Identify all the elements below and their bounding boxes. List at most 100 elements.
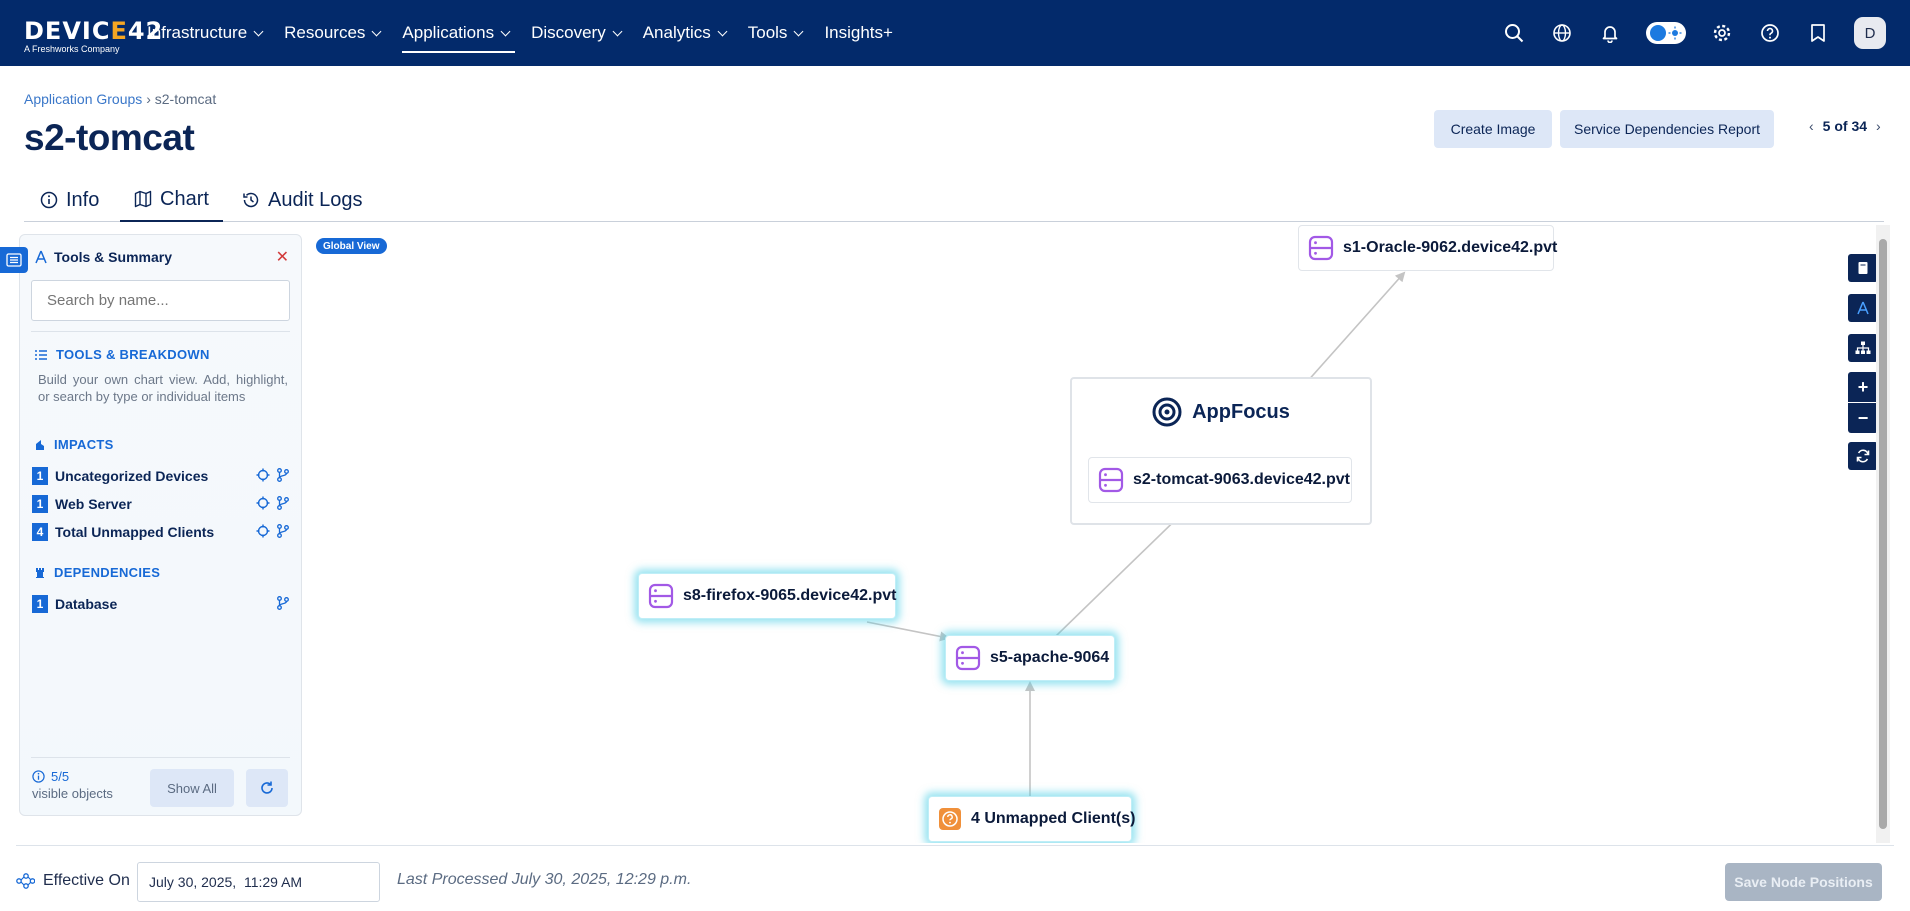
- nav-label: Tools: [747, 23, 788, 42]
- page-title: s2-tomcat: [24, 117, 195, 158]
- save-node-positions-button[interactable]: Save Node Positions: [1725, 863, 1882, 901]
- appfocus-title: AppFocus: [1072, 397, 1370, 427]
- branch-icon[interactable]: [276, 524, 290, 538]
- nav-analytics[interactable]: Analytics: [642, 0, 728, 66]
- tab-audit-logs[interactable]: Audit Logs: [242, 178, 363, 222]
- edge-firefox-to-apache: [866, 621, 950, 642]
- node-label: s5-apache-9064: [990, 649, 1110, 666]
- panel-list-icon: [6, 253, 22, 267]
- chevron-down-icon: [371, 26, 382, 36]
- row-actions: [250, 468, 290, 482]
- crosshair-icon[interactable]: [256, 468, 270, 482]
- map-icon: [134, 190, 152, 208]
- legend-book-button[interactable]: [1848, 254, 1878, 282]
- server-icon: [1308, 235, 1334, 261]
- effective-on-label: Effective On: [43, 872, 130, 889]
- book-icon: [1858, 262, 1868, 274]
- node-firefox[interactable]: s8-firefox-9065.device42.pvt: [638, 573, 896, 619]
- pager-position: 5 of 34: [1822, 118, 1868, 134]
- search-by-name-input[interactable]: [31, 280, 290, 321]
- reset-layout-button[interactable]: [1848, 442, 1878, 470]
- tab-info[interactable]: Info: [40, 178, 99, 222]
- layout-tree-button[interactable]: [1848, 334, 1878, 362]
- count-badge: 1: [32, 495, 48, 513]
- tab-chart[interactable]: Chart: [120, 178, 223, 222]
- service-dependencies-report-button[interactable]: Service Dependencies Report: [1560, 110, 1774, 148]
- nav-applications[interactable]: Applications: [402, 0, 515, 66]
- dependencies-heading: DEPENDENCIES: [34, 565, 160, 580]
- theme-toggle[interactable]: [1646, 22, 1686, 44]
- breadcrumb-application-groups[interactable]: Application Groups: [24, 91, 143, 107]
- node-tomcat[interactable]: s2-tomcat-9063.device42.pvt: [1088, 457, 1352, 503]
- dependency-chart-canvas[interactable]: Global View AppFocus s1-Oracle-9062.devi…: [16, 224, 1894, 843]
- branch-icon[interactable]: [276, 468, 290, 482]
- branch-icon[interactable]: [276, 496, 290, 510]
- node-label: s1-Oracle-9062.device42.pvt: [1343, 239, 1558, 256]
- nav-label: Insights+: [824, 23, 893, 42]
- zoom-in-button[interactable]: +: [1848, 372, 1878, 402]
- last-processed-text: Last Processed July 30, 2025, 12:29 p.m.: [397, 871, 692, 888]
- prev-record-button[interactable]: ‹: [1809, 118, 1814, 134]
- nav-discovery[interactable]: Discovery: [531, 0, 623, 66]
- impact-row-web-server[interactable]: 1 Web Server: [32, 493, 292, 515]
- tab-label: Audit Logs: [268, 188, 363, 211]
- canvas-scrollbar[interactable]: [1876, 225, 1890, 843]
- nav-label: Applications: [402, 23, 495, 42]
- node-oracle[interactable]: s1-Oracle-9062.device42.pvt: [1298, 225, 1558, 271]
- impact-label: Uncategorized Devices: [55, 468, 209, 484]
- zoom-out-button[interactable]: −: [1848, 403, 1878, 433]
- search-icon[interactable]: [1502, 21, 1526, 45]
- node-unmapped-clients[interactable]: 4 Unmapped Client(s): [928, 796, 1135, 842]
- nav-infrastructure[interactable]: Infrastructure: [147, 0, 264, 66]
- crosshair-icon[interactable]: [256, 524, 270, 538]
- create-image-button[interactable]: Create Image: [1434, 110, 1552, 148]
- refresh-icon: [1856, 449, 1870, 463]
- dependency-row-database[interactable]: 1 Database: [32, 593, 292, 615]
- row-actions: [250, 524, 290, 538]
- branch-icon[interactable]: [276, 596, 290, 610]
- nav-tools[interactable]: Tools: [747, 0, 804, 66]
- scrollbar-thumb[interactable]: [1879, 239, 1887, 829]
- tools-summary-button[interactable]: [1848, 294, 1878, 322]
- chevron-down-icon: [253, 26, 264, 36]
- nav-label: Resources: [284, 23, 366, 42]
- panel-title-text: Tools & Summary: [54, 249, 172, 265]
- top-icons: D: [1502, 0, 1910, 66]
- refresh-icon: [261, 781, 273, 794]
- tower-icon: [36, 567, 44, 578]
- toggle-panel-button[interactable]: [0, 247, 28, 273]
- logo-text: DEVICE42: [24, 17, 164, 45]
- globe-icon[interactable]: [1550, 21, 1574, 45]
- tools-breakdown-heading: TOOLS & BREAKDOWN: [34, 347, 210, 362]
- compass-tool-icon: [1857, 301, 1869, 315]
- breadcrumb-separator: ›: [146, 91, 151, 107]
- nav-insights[interactable]: Insights+: [824, 0, 893, 66]
- panel-refresh-button[interactable]: [246, 769, 288, 807]
- server-icon: [1098, 467, 1124, 493]
- device42-logo[interactable]: DEVICE42 A Freshworks Company: [24, 19, 163, 55]
- dependency-label: Database: [55, 596, 118, 612]
- heading-text: TOOLS & BREAKDOWN: [56, 347, 210, 362]
- effective-on-date-input[interactable]: July 30, 2025, 11:29 AM: [137, 862, 380, 902]
- chevron-down-icon: [793, 26, 804, 36]
- next-record-button[interactable]: ›: [1876, 118, 1881, 134]
- gear-icon[interactable]: [1710, 21, 1734, 45]
- crosshair-icon[interactable]: [256, 496, 270, 510]
- appfocus-label: AppFocus: [1192, 400, 1290, 423]
- user-avatar[interactable]: D: [1854, 17, 1886, 49]
- nav-label: Analytics: [642, 23, 711, 42]
- impact-row-uncategorized-devices[interactable]: 1 Uncategorized Devices: [32, 465, 292, 487]
- show-all-button[interactable]: Show All: [150, 769, 234, 807]
- bell-icon[interactable]: [1598, 21, 1622, 45]
- node-apache[interactable]: s5-apache-9064: [945, 635, 1115, 681]
- close-panel-icon[interactable]: ✕: [275, 249, 289, 266]
- node-label: s2-tomcat-9063.device42.pvt: [1133, 471, 1350, 488]
- help-icon[interactable]: [1758, 21, 1782, 45]
- bookmark-icon[interactable]: [1806, 21, 1830, 45]
- history-icon: [243, 192, 259, 208]
- nav-resources[interactable]: Resources: [284, 0, 382, 66]
- impact-row-total-unmapped-clients[interactable]: 4 Total Unmapped Clients: [32, 521, 292, 543]
- sun-icon: [1668, 26, 1682, 40]
- info-icon: [32, 770, 45, 783]
- top-navbar: DEVICE42 A Freshworks Company Infrastruc…: [0, 0, 1910, 66]
